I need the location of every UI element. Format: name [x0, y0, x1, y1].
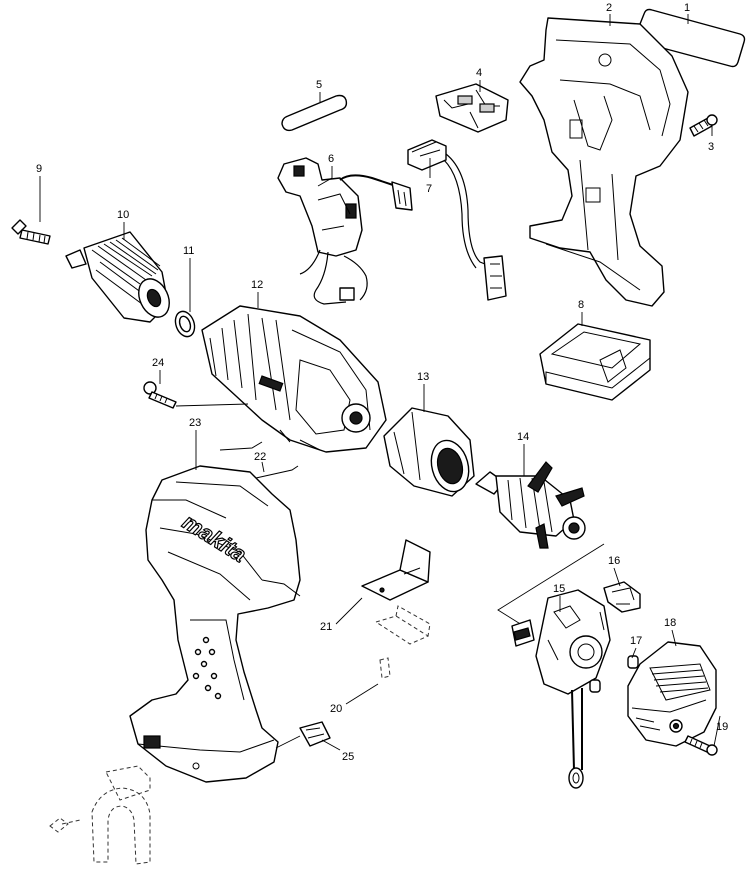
part-22-spring [219, 441, 299, 479]
callout-labels: 1 2 3 4 5 6 7 8 9 10 11 12 13 14 15 16 1… [36, 2, 728, 763]
callout-6: 6 [328, 153, 334, 165]
callout-19: 19 [716, 721, 728, 733]
part-5-pad [281, 94, 348, 132]
callout-22: 22 [254, 451, 266, 463]
callout-3: 3 [708, 141, 714, 153]
ghost-battery-hook [49, 765, 151, 865]
callout-16: 16 [608, 555, 620, 567]
callout-11: 11 [183, 245, 194, 257]
part-4-terminal [435, 83, 509, 133]
callout-17: 17 [630, 635, 642, 647]
part-8-plate [539, 323, 651, 401]
part-12-gear-assembly [201, 305, 387, 453]
part-24-screw [143, 381, 177, 409]
part-19-screw [684, 735, 718, 756]
part-11-ring [174, 310, 196, 338]
part-1-nameplate [634, 8, 746, 68]
part-3-screw [689, 114, 718, 137]
part-18-rear-cover [627, 641, 717, 747]
callout-14: 14 [517, 431, 529, 443]
callout-1: 1 [684, 2, 690, 14]
part-9-screw [11, 219, 51, 245]
callout-7: 7 [426, 183, 432, 195]
callout-13: 13 [417, 371, 429, 383]
callout-24: 24 [152, 357, 164, 369]
callout-15: 15 [553, 583, 565, 595]
part-20-ghost-parts [374, 605, 431, 679]
callout-21: 21 [320, 621, 332, 633]
callout-8: 8 [578, 299, 584, 311]
part-17-cap [589, 655, 639, 693]
part-2-housing-half [519, 17, 689, 307]
callout-9: 9 [36, 163, 42, 175]
callout-2: 2 [606, 2, 612, 14]
callout-25: 25 [342, 751, 354, 763]
part-15-brush-holder [511, 589, 611, 789]
callout-23: 23 [189, 417, 201, 429]
part-13-stator [383, 407, 475, 497]
callout-20: 20 [330, 703, 342, 715]
callout-12: 12 [251, 279, 263, 291]
callout-4: 4 [476, 67, 482, 79]
part-21-bracket [361, 539, 431, 601]
part-6-switch [277, 157, 413, 305]
callout-18: 18 [664, 617, 676, 629]
callout-10: 10 [117, 209, 129, 221]
part-16-clip [603, 581, 641, 613]
callout-5: 5 [316, 79, 322, 91]
part-10-chuck [65, 231, 170, 323]
part-7-led-harness [407, 139, 507, 301]
part-23-housing: makita [129, 465, 301, 783]
leader-lines [39, 14, 721, 751]
part-14-armature [475, 461, 586, 549]
